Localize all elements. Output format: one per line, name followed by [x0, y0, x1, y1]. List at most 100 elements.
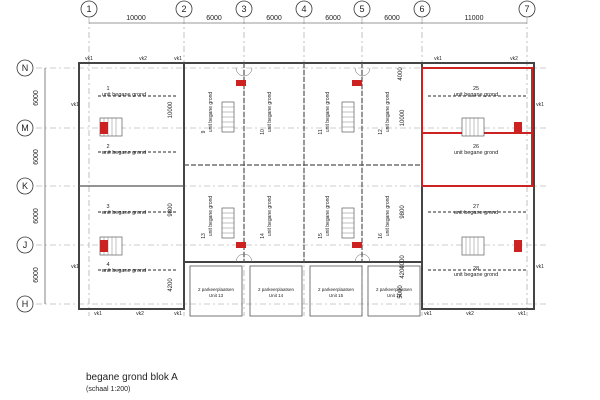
dim-top-6: 11000	[465, 15, 484, 22]
parking-4-line: 2 parkeerplaatsen	[376, 287, 413, 292]
unit-14-label: unit begane grond	[267, 196, 273, 237]
dim-int-6: 10000	[400, 109, 406, 126]
grid-row-m: M	[21, 123, 29, 133]
parking-2-line: 2 parkeerplaatsen	[258, 287, 295, 292]
unit-16-label: unit begane grond	[385, 196, 391, 237]
dim-int-1: 10000	[168, 101, 174, 118]
unit-27-label: unit begane grond	[454, 210, 498, 216]
unit-2-number: 2	[106, 144, 109, 150]
unit-13-number: 13	[201, 233, 207, 239]
grid-col-7: 7	[524, 4, 529, 14]
tag-vk2-d: vk2	[466, 311, 474, 317]
dim-int-8: 4200	[400, 265, 406, 279]
unit-1-number: 1	[106, 86, 109, 92]
tag-vk1-c: vk1	[434, 56, 442, 62]
unit-9-number: 9	[201, 130, 207, 133]
tag-vk1-h: vk1	[94, 311, 102, 317]
unit-25-label: unit begane grond	[454, 92, 498, 98]
dim-left-4: 6000	[33, 267, 40, 283]
tag-vk1-k: vk1	[518, 311, 526, 317]
grid-row-h: H	[22, 299, 29, 309]
unit-11-number: 11	[318, 129, 324, 134]
grid-col-1: 1	[86, 4, 91, 14]
grid-row-n: N	[22, 63, 29, 73]
unit-12-number: 12	[378, 129, 384, 135]
drawing-title: begane grond blok A	[86, 372, 178, 383]
parking-3-line: 2 parkeerplaatsen	[318, 287, 355, 292]
stairs	[99, 101, 485, 256]
left-dimensions: 6000 6000 6000 6000	[33, 90, 40, 283]
grid-col-6: 6	[419, 4, 424, 14]
dim-top-3: 6000	[266, 15, 282, 22]
top-dimensions: 10000 6000 6000 6000 6000 11000	[126, 15, 483, 22]
unit-1-label: unit begane grond	[102, 92, 146, 98]
left-unit-labels: 1 unit begane grond 2 unit begane grond …	[102, 86, 146, 274]
tag-vk2-a: vk2	[139, 56, 147, 62]
parking-labels: 2 parkeerplaatsen Unit 13 2 parkeerplaat…	[198, 287, 413, 298]
grid-row-j: J	[23, 240, 28, 250]
unit-4-label: unit begane grond	[102, 268, 146, 274]
unit-9-label: unit begane grond	[208, 92, 214, 133]
parking-1-line: 2 parkeerplaatsen	[198, 287, 235, 292]
grid-col-3: 3	[241, 4, 246, 14]
red-markers	[100, 80, 522, 252]
dim-int-7: 9800	[400, 205, 406, 219]
tag-vk1-g: vk1	[536, 264, 544, 270]
unit-28-number: 28	[473, 266, 479, 272]
interior-walls	[79, 63, 534, 271]
parking-2-unit: Unit 14	[269, 293, 284, 298]
interior-dimensions: 10000 9800 4200 5000 4000 10000 9800 420…	[168, 67, 406, 299]
unit-3-number: 3	[106, 204, 109, 210]
tag-vk1-f: vk1	[71, 264, 79, 270]
dimension-lines	[44, 22, 527, 304]
dim-left-1: 6000	[33, 90, 40, 106]
parking-bays	[189, 265, 421, 317]
vk-tags: vk1 vk2 vk1 vk1 vk2 vk1 vk1 vk1 vk1 vk1 …	[71, 56, 544, 317]
unit-26-number: 26	[473, 144, 479, 150]
middle-unit-labels: 9 unit begane grond 10 unit begane grond…	[201, 92, 391, 239]
dim-int-4: 5000	[398, 285, 404, 299]
grid-col-4: 4	[301, 4, 306, 14]
parking-3-unit: Unit 15	[329, 293, 344, 298]
dim-int-2: 9800	[168, 203, 174, 217]
tag-vk2-b: vk2	[510, 56, 518, 62]
grid-bubbles	[16, 0, 536, 313]
dim-top-5: 6000	[384, 15, 400, 22]
tag-vk1-b: vk1	[174, 56, 182, 62]
unit-14-number: 14	[260, 233, 266, 239]
unit-15-label: unit begane grond	[325, 196, 331, 237]
unit-26-label: unit begane grond	[454, 150, 498, 156]
dim-int-5: 4000	[398, 67, 404, 81]
unit-15-number: 15	[318, 233, 324, 239]
unit-2-label: unit begane grond	[102, 150, 146, 156]
dim-int-9: 4000	[400, 255, 406, 269]
unit-10-number: 10	[260, 129, 266, 135]
tag-vk1-j: vk1	[424, 311, 432, 317]
unit-25-number: 25	[473, 86, 479, 92]
unit-11-label: unit begane grond	[325, 92, 331, 133]
dim-left-3: 6000	[33, 208, 40, 224]
grid-col-5: 5	[359, 4, 364, 14]
dim-int-3: 4200	[168, 278, 174, 292]
grid-bubble-labels: 1 2 3 4 5 6 7 N M K J H	[21, 4, 529, 309]
dim-top-4: 6000	[325, 15, 341, 22]
unit-13-label: unit begane grond	[208, 196, 214, 237]
tag-vk1-a: vk1	[85, 56, 93, 62]
unit-28-label: unit begane grond	[454, 272, 498, 278]
dim-left-2: 6000	[33, 149, 40, 165]
grid-col-2: 2	[181, 4, 186, 14]
tag-vk1-i: vk1	[174, 311, 182, 317]
parking-1-unit: Unit 13	[209, 293, 224, 298]
unit-10-label: unit begane grond	[267, 92, 273, 133]
right-unit-labels: 25 unit begane grond 26 unit begane gron…	[454, 86, 498, 278]
parking-4-unit: Unit 16	[387, 293, 402, 298]
dim-top-1: 10000	[126, 15, 146, 22]
unit-16-number: 16	[378, 233, 384, 239]
unit-27-number: 27	[473, 204, 479, 210]
unit-3-label: unit begane grond	[102, 210, 146, 216]
unit-4-number: 4	[106, 262, 109, 268]
unit-12-label: unit begane grond	[385, 92, 391, 133]
door-swings	[235, 67, 371, 263]
drawing-scale: (schaal 1:200)	[86, 386, 131, 393]
